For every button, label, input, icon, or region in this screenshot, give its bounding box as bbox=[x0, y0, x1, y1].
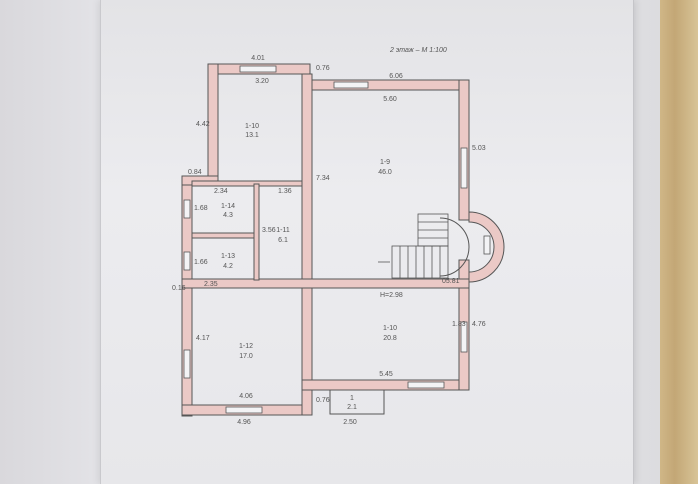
wall-middle-horizontal bbox=[181, 278, 470, 289]
room-area: 17.0 bbox=[239, 353, 253, 360]
dimension-label: 1.68 bbox=[194, 205, 208, 212]
dimension-label: 0.84 bbox=[188, 169, 202, 176]
wall-partition-top bbox=[191, 180, 303, 187]
room-code: 1-14 bbox=[221, 203, 235, 210]
room-code: 1-10 bbox=[245, 123, 259, 130]
wall-partition-vert bbox=[253, 183, 260, 281]
dimension-label: 7.34 bbox=[316, 175, 330, 182]
window bbox=[407, 381, 445, 389]
stair-bay-wall bbox=[468, 211, 505, 283]
room-area: 4.2 bbox=[223, 263, 233, 270]
window bbox=[239, 65, 277, 73]
dimension-label: 5.03 bbox=[472, 145, 486, 152]
dimension-label: 4.06 bbox=[239, 393, 253, 400]
dimension-label: 4.01 bbox=[251, 55, 265, 62]
dimension-label: 1.66 bbox=[194, 259, 208, 266]
window bbox=[183, 251, 191, 271]
window bbox=[460, 147, 468, 189]
room-area: 4.3 bbox=[223, 212, 233, 219]
dimension-label: 2.50 bbox=[343, 419, 357, 426]
window bbox=[183, 349, 191, 379]
wall-partition-mid bbox=[191, 232, 255, 239]
dimension-label: 4.96 bbox=[237, 419, 251, 426]
dimension-label: 5.45 bbox=[379, 371, 393, 378]
dimension-label: 0.76 bbox=[316, 397, 330, 404]
dimension-label: 4.17 bbox=[196, 335, 210, 342]
wall-middle-vertical bbox=[301, 73, 313, 283]
room-code: 1-12 bbox=[239, 343, 253, 350]
room-code: 1-13 bbox=[221, 253, 235, 260]
dimension-label: 2.34 bbox=[214, 188, 228, 195]
dimension-label: 6.06 bbox=[389, 73, 403, 80]
windows bbox=[183, 65, 491, 414]
room-area: 13.1 bbox=[245, 132, 259, 139]
wall-top-right bbox=[301, 79, 469, 91]
dimension-label: 4.42 bbox=[196, 121, 210, 128]
dimension-label: 05.81 bbox=[442, 278, 460, 285]
dimension-label: 3.20 bbox=[255, 78, 269, 85]
dimension-label: 5.60 bbox=[383, 96, 397, 103]
dimension-label: 3.56 bbox=[262, 227, 276, 234]
walls bbox=[181, 63, 470, 417]
dimension-labels: 4.01 3.20 0.76 6.06 5.60 4.42 5.03 0.84 … bbox=[172, 55, 486, 426]
staircase bbox=[378, 213, 449, 279]
plan-title: 2 этаж – М 1:100 bbox=[389, 47, 447, 54]
ceiling-height-label: H=2.98 bbox=[380, 292, 403, 299]
room-code: 1-9 bbox=[380, 159, 390, 166]
room-area: 2.1 bbox=[347, 404, 357, 411]
room-area: 6.1 bbox=[278, 237, 288, 244]
window bbox=[460, 321, 468, 353]
room-code: 1-10 bbox=[383, 325, 397, 332]
dimension-label: 2.35 bbox=[204, 281, 218, 288]
window bbox=[225, 406, 263, 414]
stair-bay-curve bbox=[439, 217, 470, 277]
dimension-label: 0.76 bbox=[316, 65, 330, 72]
dimension-label: 1.36 bbox=[278, 188, 292, 195]
dimension-label: 1.83 bbox=[452, 321, 466, 328]
room-code: 1-11 bbox=[276, 227, 290, 234]
room-area: 20.8 bbox=[383, 335, 397, 342]
window bbox=[333, 81, 369, 89]
room-code: 1 bbox=[350, 395, 354, 402]
stair-lower-flight bbox=[391, 245, 449, 279]
room-labels: 1-10 13.1 1-9 46.0 1-14 4.3 1-11 6.1 1-1… bbox=[221, 123, 397, 411]
dimension-label: 0.16 bbox=[172, 285, 186, 292]
window bbox=[483, 235, 491, 255]
dimension-label: 4.76 bbox=[472, 321, 486, 328]
wall-middle-lower bbox=[301, 281, 313, 416]
window bbox=[183, 199, 191, 219]
room-area: 46.0 bbox=[378, 169, 392, 176]
porch-outline bbox=[329, 389, 385, 415]
